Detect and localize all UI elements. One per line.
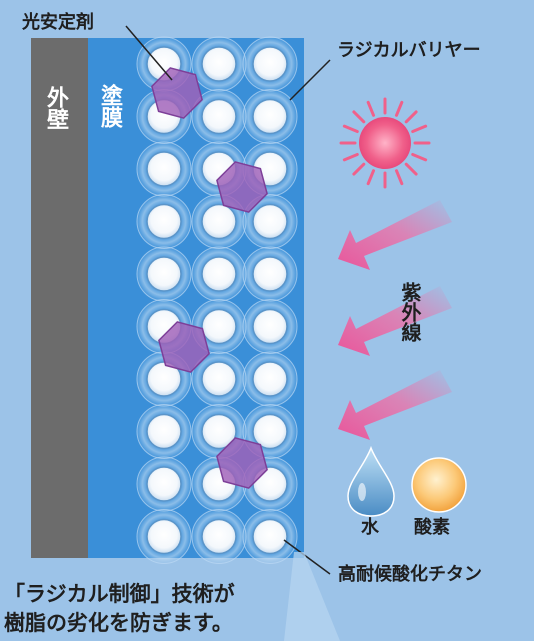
sun-icon [339, 97, 431, 189]
titanium-oxide-particle [136, 194, 192, 249]
titanium-oxide-particle [242, 194, 298, 249]
caption-line-2: 樹脂の劣化を防ぎます。 [4, 611, 233, 635]
light-stabilizer-label: 光安定剤 [22, 12, 94, 33]
light-stabilizer-hexagon [216, 437, 268, 489]
uv-arrow [338, 370, 452, 440]
titanium-oxide-particle [242, 509, 298, 564]
outer-wall-label: 外壁 [43, 86, 68, 130]
titanium-oxide-particles [136, 36, 298, 564]
oxygen-sphere-icon [411, 457, 467, 513]
water-drop-highlight [358, 483, 366, 501]
titanium-oxide-particle [191, 509, 247, 564]
light-stabilizer-hexagon [216, 161, 268, 213]
titanium-oxide-particle [242, 89, 298, 144]
titanium-oxide-particle [191, 246, 247, 302]
radical-barrier-label: ラジカルバリヤー [337, 40, 481, 61]
titanium-oxide-particle [242, 36, 298, 92]
barrier-leader-line [289, 59, 331, 101]
titanium-oxide-particle [136, 404, 192, 459]
stabilizer-leader-line [125, 25, 173, 81]
titanium-oxide-particle [136, 456, 192, 512]
outer-wall [31, 38, 88, 558]
light-stabilizer-hexagon [158, 321, 210, 373]
light-stabilizer-hexagon [151, 67, 203, 119]
titanium-oxide-particle [136, 141, 192, 197]
titanium-oxide-particle [191, 36, 247, 92]
titanium-oxide-particle [242, 246, 298, 302]
titanium-oxide-particle [191, 89, 247, 144]
titanium-oxide-particle [191, 351, 247, 407]
titanium-oxide-label: 高耐候酸化チタン [338, 564, 482, 585]
titanium-oxide-particle [242, 299, 298, 354]
titanium-oxide-particle [136, 246, 192, 302]
uv-arrow [338, 286, 452, 356]
titanium-oxide-particle [242, 351, 298, 407]
caption: 「ラジカル制御」技術が 樹脂の劣化を防ぎます。 [4, 580, 235, 638]
tio2-leader-line [283, 539, 331, 575]
caption-line-1: 「ラジカル制御」技術が [4, 582, 235, 606]
coating-film-label: 塗膜 [97, 84, 122, 128]
light-beam [284, 552, 340, 641]
oxygen-label: 酸素 [414, 517, 450, 538]
light-stabilizer-group [151, 67, 268, 489]
uv-label: 紫外線 [398, 282, 422, 342]
water-drop-icon [347, 445, 395, 517]
uv-arrow [338, 200, 452, 270]
titanium-oxide-particle [136, 509, 192, 564]
water-label: 水 [361, 517, 379, 538]
